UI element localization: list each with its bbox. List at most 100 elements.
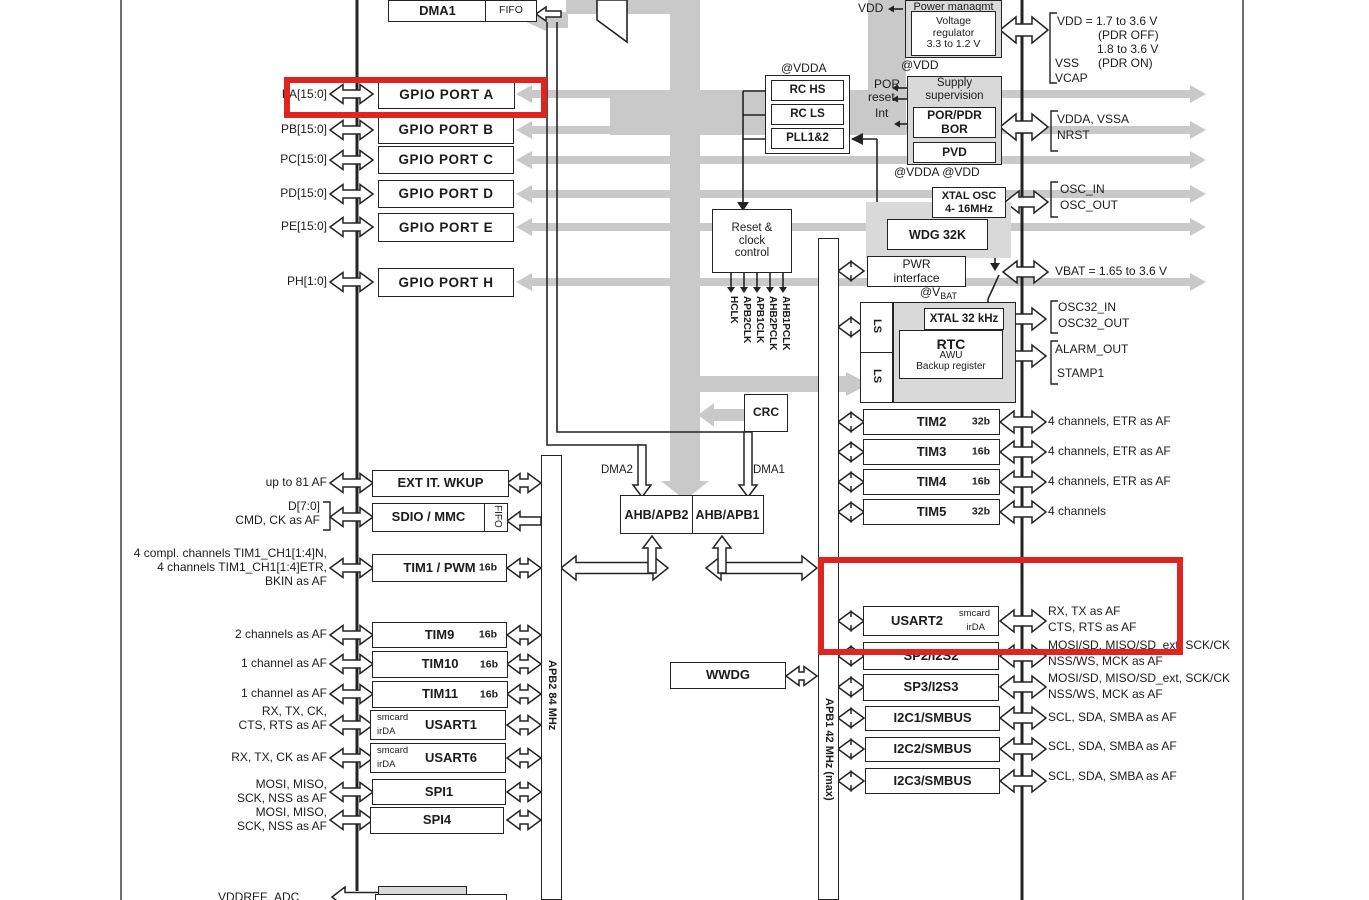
annotation-rectangle-gpio-a <box>284 77 547 118</box>
ahb-apb2-bridge-block: AHB/APB2 <box>620 495 693 534</box>
ls-label-1: LS <box>871 319 883 334</box>
voltage-regulator-block: Voltage regulator 3.3 to 1.2 V <box>911 11 996 56</box>
usart6-pins-label: RX, TX, CK as AF <box>231 750 327 764</box>
double-arrow-connector <box>328 557 375 579</box>
double-arrow-connector <box>328 472 375 494</box>
ls-block-2 <box>860 352 893 403</box>
double-arrow-connector <box>505 747 543 769</box>
double-arrow-connector <box>836 676 866 698</box>
dma2-label: DMA2 <box>601 464 633 476</box>
double-arrow-connector <box>836 501 866 523</box>
double-arrow-connector <box>998 112 1050 142</box>
tim11-pins-label: 1 channel as AF <box>240 686 327 700</box>
usart1-pins-label1: RX, TX, CK, <box>261 704 327 718</box>
double-arrow-connector <box>1001 259 1050 285</box>
xtal-32khz-block: XTAL 32 kHz <box>924 308 1004 330</box>
por-pdr-bor-block: POR/PDR BOR <box>913 107 996 138</box>
awu-label: AWU <box>939 350 963 362</box>
extit-pins-label: up to 81 AF <box>265 475 327 489</box>
pin-label-ph: PH[1:0] <box>286 274 327 288</box>
i2c2-smbus-block: I2C2/SMBUS <box>865 737 1000 762</box>
double-arrow-connector <box>505 714 543 736</box>
double-arrow-connector <box>998 736 1048 762</box>
vertical-arrow-connector <box>737 431 759 499</box>
double-arrow-connector <box>328 271 375 293</box>
sdio-pins-label2: CMD, CK as AF <box>235 513 320 527</box>
tim1-pins-label3: BKIN as AF <box>264 574 327 588</box>
sdio-fifo-label: FIFO <box>492 505 503 528</box>
temp-sensor-block <box>375 894 507 900</box>
vertical-arrow-connector <box>641 534 663 574</box>
gpio-port-e-block: GPIO PORT E <box>378 213 514 242</box>
double-arrow-connector <box>998 409 1048 435</box>
spi2-i2s2-block: SP2/I2S2 <box>863 642 999 670</box>
crc-block: CRC <box>744 394 788 432</box>
tim2-pins-label: 4 channels, ETR as AF <box>1048 414 1171 428</box>
stamp1-label: STAMP1 <box>1057 366 1105 380</box>
double-arrow-connector <box>328 216 375 238</box>
pin-label-pb: PB[15:0] <box>280 122 327 136</box>
sdio-mmc-block: SDIO / MMC <box>372 503 485 532</box>
double-arrow-connector <box>836 260 866 282</box>
spi1-pins-label2: SCK, NSS as AF <box>236 791 327 805</box>
i2c1-smbus-block: I2C1/SMBUS <box>865 706 1000 731</box>
gpio-port-c-block: GPIO PORT C <box>378 146 514 174</box>
vdd-range-line1: VDD = 1.7 to 3.6 V <box>1057 14 1158 28</box>
double-arrow-connector <box>998 439 1048 465</box>
double-arrow-connector <box>328 683 375 705</box>
gray-bus-arrow <box>516 85 1206 103</box>
double-arrow-connector <box>328 183 375 205</box>
tim9-pins-label: 2 channels as AF <box>234 627 327 641</box>
gray-bus-arrow <box>516 273 1206 291</box>
gpio-port-d-block: GPIO PORT D <box>378 180 514 208</box>
spi4-pins-label1: MOSI, MISO, <box>255 805 327 819</box>
vddref-adc-label: VDDREF_ADC <box>218 890 300 900</box>
tim4-pins-label: 4 channels, ETR as AF <box>1048 474 1171 488</box>
ahb-apb1-bridge-block: AHB/APB1 <box>691 495 764 534</box>
vss-label: VSS <box>1055 56 1080 70</box>
spi3-i2s3-block: SP3/I2S3 <box>863 674 999 701</box>
pll-block: PLL1&2 <box>771 128 844 149</box>
vertical-arrow-connector <box>631 444 653 499</box>
double-arrow-connector <box>998 499 1048 525</box>
double-arrow-connector <box>328 714 375 736</box>
double-arrow-connector <box>505 510 542 532</box>
vertical-arrow-connector <box>711 534 733 574</box>
double-arrow-connector <box>998 674 1048 700</box>
tim5-pins-label: 4 channels <box>1048 504 1107 518</box>
double-arrow-connector <box>534 5 562 23</box>
memory-3d-shape <box>596 0 628 44</box>
ls-label-2: LS <box>871 369 883 384</box>
double-arrow-connector <box>784 665 819 687</box>
double-arrow-connector <box>836 441 866 463</box>
double-arrow-connector <box>505 653 543 675</box>
usart6-block: USART6 smcard irDA <box>370 743 506 773</box>
usart2-block: USART2 smcard irDA <box>863 606 999 636</box>
wdg-32k-block: WDG 32K <box>887 219 988 250</box>
annotation-rectangle-usart2 <box>818 557 1183 655</box>
double-arrow-connector <box>328 747 375 769</box>
pwr-interface-block: PWR interface <box>867 256 966 287</box>
pin-label-pe: PE[15:0] <box>280 219 327 233</box>
ext-it-wkup-block: EXT IT. WKUP <box>372 470 509 497</box>
double-arrow-connector <box>505 683 543 705</box>
usart2-pins-label2: CTS, RTS as AF <box>1048 620 1137 634</box>
rc-hs-block: RC HS <box>771 80 844 101</box>
double-arrow-connector <box>328 83 375 105</box>
tim3-pins-label: 4 channels, ETR as AF <box>1048 444 1171 458</box>
at-vdda-label: @VDDA <box>781 61 827 75</box>
gray-bus-arrow <box>516 151 1206 169</box>
double-arrow-connector <box>505 781 543 803</box>
double-arrow-connector <box>836 738 866 760</box>
reset-clock-control-block: Reset & clock control <box>712 209 792 273</box>
vcap-label: VCAP <box>1055 71 1088 85</box>
vdd-range-line3: 1.8 to 3.6 V <box>1097 42 1159 56</box>
sdio-pins-label1: D[7:0] <box>287 499 320 513</box>
at-vdda-vdd-label: @VDDA @VDD <box>894 165 980 179</box>
vbat-range-label: VBAT = 1.65 to 3.6 V <box>1055 264 1167 278</box>
double-arrow-connector <box>328 781 375 803</box>
